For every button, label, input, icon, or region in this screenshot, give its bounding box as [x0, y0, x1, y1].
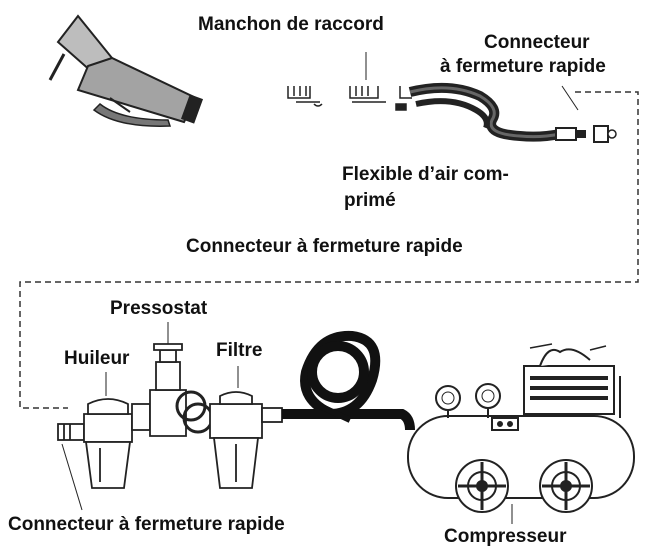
label-pressostat: Pressostat — [110, 298, 208, 319]
dashed-connection-line — [19, 91, 639, 409]
air-hose-coil — [282, 330, 415, 431]
air-hose-top — [408, 82, 617, 143]
label-flexible-line2: primé — [344, 190, 396, 211]
compressor — [407, 343, 635, 513]
pneumatic-tool — [48, 14, 204, 127]
coupling-sleeves — [287, 86, 412, 111]
label-filtre: Filtre — [216, 340, 263, 361]
leader-connecteur-top — [561, 85, 579, 111]
label-compresseur: Compresseur — [444, 526, 567, 547]
label-connecteur-middle: Connecteur à fermeture rapide — [186, 236, 463, 257]
leader-connecteur-bottom — [61, 443, 83, 511]
label-huileur: Huileur — [64, 348, 130, 369]
label-connecteur-bottom: Connecteur à fermeture rapide — [8, 514, 285, 535]
label-flexible-line1: Flexible d’air com- — [342, 164, 509, 185]
label-connecteur-top-line2: à fermeture rapide — [440, 56, 606, 77]
air-treatment-unit — [57, 343, 283, 489]
label-connecteur-top-line1: Connecteur — [484, 32, 590, 53]
label-manchon-de-raccord: Manchon de raccord — [198, 14, 384, 35]
